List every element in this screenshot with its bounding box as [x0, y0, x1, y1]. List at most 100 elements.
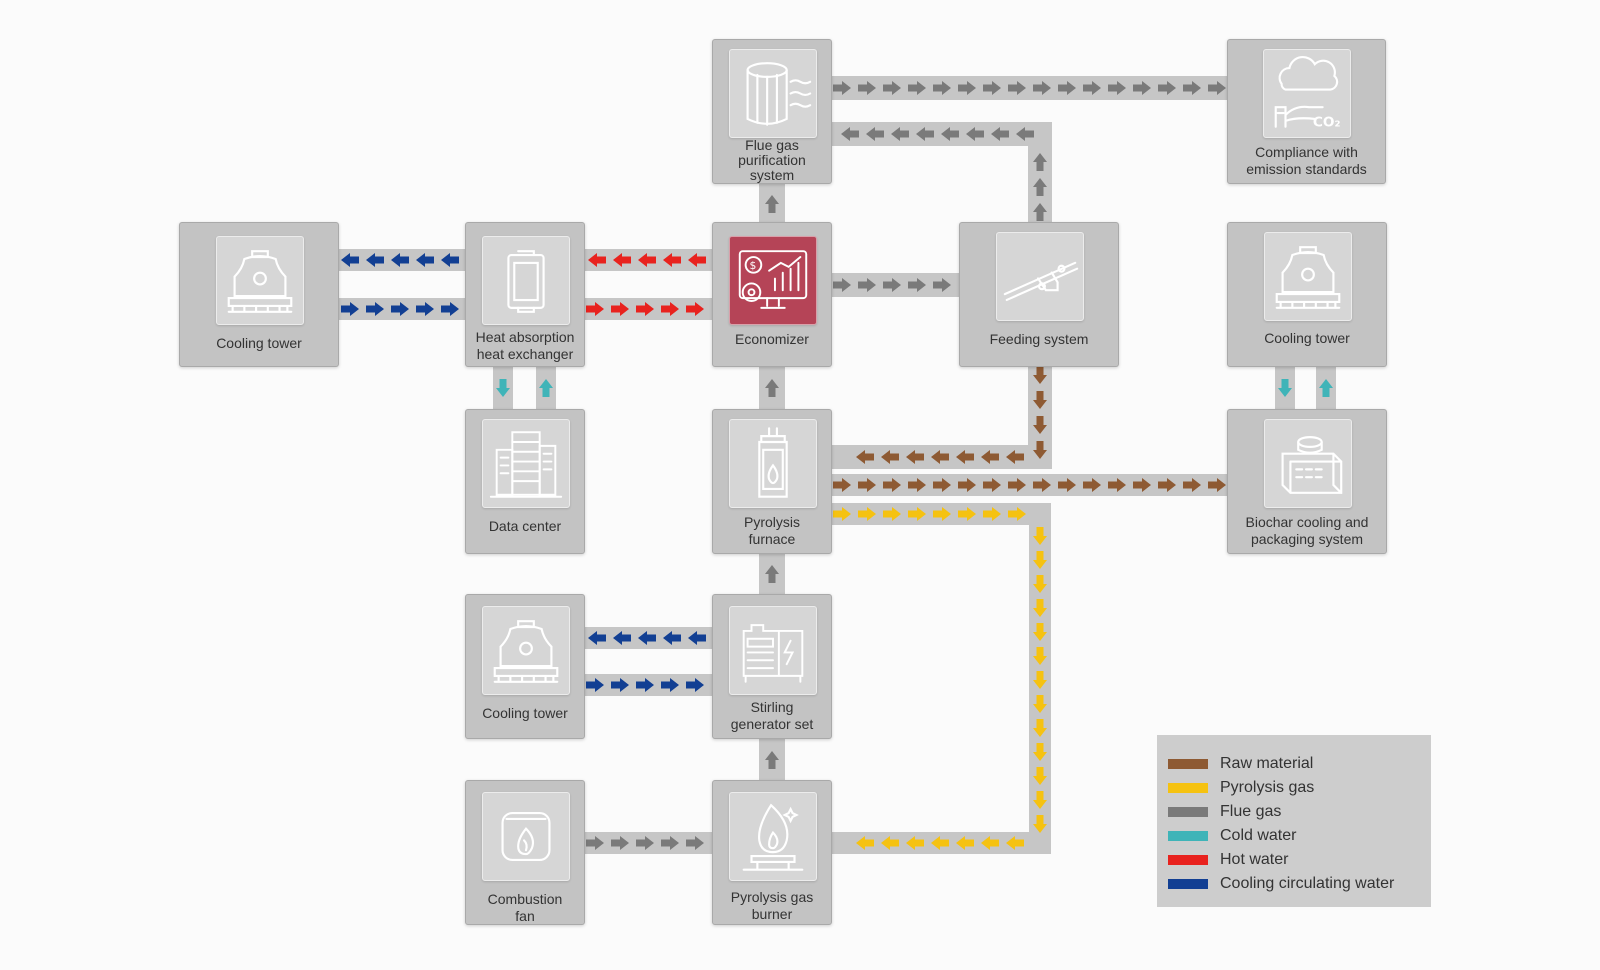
node-compliance-emission[interactable]: CO₂ Compliance with emission standards: [1227, 39, 1386, 184]
flow-arrow-d: [1033, 551, 1047, 569]
flow-arrow-l: [1006, 450, 1024, 464]
legend-label: Pyrolysis gas: [1220, 779, 1315, 796]
flow-arrow-l: [441, 253, 459, 267]
legend-swatch: [1168, 783, 1208, 793]
node-label: Flue gas purification system: [738, 137, 806, 183]
flow-arrow-r: [858, 507, 876, 521]
flow-arrow-r: [661, 302, 679, 316]
legend-swatch: [1168, 759, 1208, 769]
flow-arrow-l: [991, 127, 1009, 141]
legend-swatch: [1168, 855, 1208, 865]
flow-arrow-l: [956, 836, 974, 850]
flow-arrow-r: [983, 81, 1001, 95]
flow-arrow-r: [1158, 478, 1176, 492]
flow-arrow-l: [931, 836, 949, 850]
node-label: Combustion fan: [487, 891, 563, 924]
node-label: Heat absorption heat exchanger: [475, 329, 575, 362]
flow-arrow-r: [883, 478, 901, 492]
flow-arrow-l: [391, 253, 409, 267]
node-biochar-packaging[interactable]: Biochar cooling and packaging system: [1227, 409, 1387, 554]
node-cooling-tower-right[interactable]: Cooling tower: [1227, 222, 1387, 367]
cooling-tower-icon: [216, 236, 304, 325]
flow-arrow-d: [1033, 791, 1047, 809]
flow-arrow-r: [441, 302, 459, 316]
flow-arrow-r: [983, 507, 1001, 521]
legend-item-hot-water: Hot water: [1168, 849, 1428, 871]
legend-item-cold-water: Cold water: [1168, 825, 1428, 847]
flow-arrow-l: [841, 127, 859, 141]
flow-arrow-r: [341, 302, 359, 316]
flow-arrow-r: [1183, 81, 1201, 95]
economizer-dashboard-icon: $: [729, 236, 817, 325]
flow-arrow-r: [833, 507, 851, 521]
node-label: Cooling tower: [1264, 330, 1350, 346]
flow-arrow-r: [858, 278, 876, 292]
flow-arrow-r: [883, 278, 901, 292]
flow-arrow-l: [1016, 127, 1034, 141]
legend-item-pyrolysis-gas: Pyrolysis gas: [1168, 777, 1428, 799]
node-flue-gas-purification[interactable]: Flue gas purification system: [712, 39, 832, 184]
node-stirling-generator[interactable]: Stirling generator set: [712, 594, 832, 739]
flow-arrow-r: [586, 678, 604, 692]
flow-arrow-u: [765, 751, 779, 769]
legend-item-flue-gas: Flue gas: [1168, 801, 1428, 823]
flow-arrow-d: [1033, 366, 1047, 384]
node-cooling-tower-left[interactable]: Cooling tower: [179, 222, 339, 367]
flow-arrow-d: [1033, 623, 1047, 641]
node-feeding-system[interactable]: Feeding system: [959, 222, 1119, 367]
node-label: Feeding system: [989, 331, 1089, 347]
flow-arrow-l: [663, 253, 681, 267]
flow-arrow-d: [1033, 647, 1047, 665]
pipe-pyrogas-loop: [832, 503, 1051, 854]
flow-arrow-r: [1183, 478, 1201, 492]
furnace-icon: [729, 419, 817, 508]
flow-arrow-u: [765, 565, 779, 583]
flow-arrow-l: [1006, 836, 1024, 850]
node-combustion-fan[interactable]: Combustion fan: [465, 780, 585, 925]
node-cooling-tower-bottom[interactable]: Cooling tower: [465, 594, 585, 739]
flow-arrow-r: [958, 507, 976, 521]
flow-arrow-u: [1319, 379, 1333, 397]
node-gas-burner[interactable]: Pyrolysis gas burner: [712, 780, 832, 925]
flow-arrow-r: [883, 81, 901, 95]
flow-arrow-d: [1033, 815, 1047, 833]
flow-arrow-l: [663, 631, 681, 645]
flow-arrow-r: [908, 278, 926, 292]
flow-arrow-r: [366, 302, 384, 316]
server-rack-icon: [482, 419, 570, 508]
legend-item-raw-material: Raw material: [1168, 753, 1428, 775]
flow-arrow-r: [1208, 478, 1226, 492]
flow-arrow-l: [891, 127, 909, 141]
flow-arrow-u: [765, 379, 779, 397]
flow-arrow-r: [586, 302, 604, 316]
node-economizer[interactable]: $ Economizer: [712, 222, 832, 367]
flow-arrow-r: [1208, 81, 1226, 95]
flow-arrow-l: [981, 836, 999, 850]
generator-icon: [729, 606, 817, 695]
flow-arrow-r: [933, 278, 951, 292]
flow-arrow-d: [1278, 379, 1292, 397]
legend-label: Raw material: [1220, 755, 1314, 772]
flow-arrow-r: [1008, 478, 1026, 492]
flow-arrow-r: [908, 81, 926, 95]
flow-arrow-l: [856, 450, 874, 464]
node-heat-exchanger[interactable]: Heat absorption heat exchanger: [465, 222, 585, 367]
flow-arrow-r: [1058, 81, 1076, 95]
flow-arrow-r: [611, 836, 629, 850]
node-pyrolysis-furnace[interactable]: Pyrolysis furnace: [712, 409, 832, 554]
flow-arrow-r: [1083, 81, 1101, 95]
flow-arrow-r: [636, 302, 654, 316]
node-data-center[interactable]: Data center: [465, 409, 585, 554]
legend-label: Cold water: [1220, 827, 1297, 844]
flow-arrow-u: [539, 379, 553, 397]
flow-arrow-l: [588, 253, 606, 267]
co2-cloud-icon: CO₂: [1263, 49, 1351, 138]
flow-arrow-r: [1158, 81, 1176, 95]
flow-arrow-d: [1033, 767, 1047, 785]
flow-arrow-r: [661, 678, 679, 692]
flow-arrow-l: [881, 836, 899, 850]
cylinder-filter-icon: [729, 49, 817, 138]
flow-arrow-r: [933, 478, 951, 492]
